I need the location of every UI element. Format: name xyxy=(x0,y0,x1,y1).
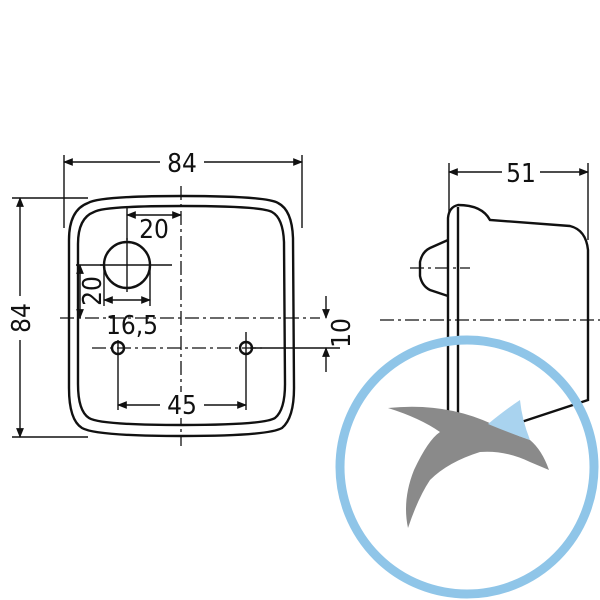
front-view: 84 84 20 20 16,5 45 10 xyxy=(4,146,357,446)
lamp-inner-outline xyxy=(76,204,287,427)
hole-offset-x-label: 20 xyxy=(139,215,169,245)
side-view: 51 xyxy=(380,156,600,436)
side-grommet xyxy=(418,238,449,298)
mount-spacing-label: 45 xyxy=(167,391,197,421)
logo-ring xyxy=(335,335,599,599)
watermark-logo xyxy=(335,335,599,599)
hole-diameter-label: 16,5 xyxy=(106,311,158,341)
height-label: 84 xyxy=(7,303,37,333)
mount-offset-label: 10 xyxy=(327,318,357,348)
depth-label: 51 xyxy=(506,159,536,189)
lamp-outer-outline xyxy=(67,194,296,438)
wing-accent-icon xyxy=(488,400,530,440)
hole-offset-y-label: 20 xyxy=(78,276,108,306)
width-label: 84 xyxy=(167,149,197,179)
bird-logo-icon xyxy=(388,406,549,528)
side-housing-outline xyxy=(446,203,590,436)
